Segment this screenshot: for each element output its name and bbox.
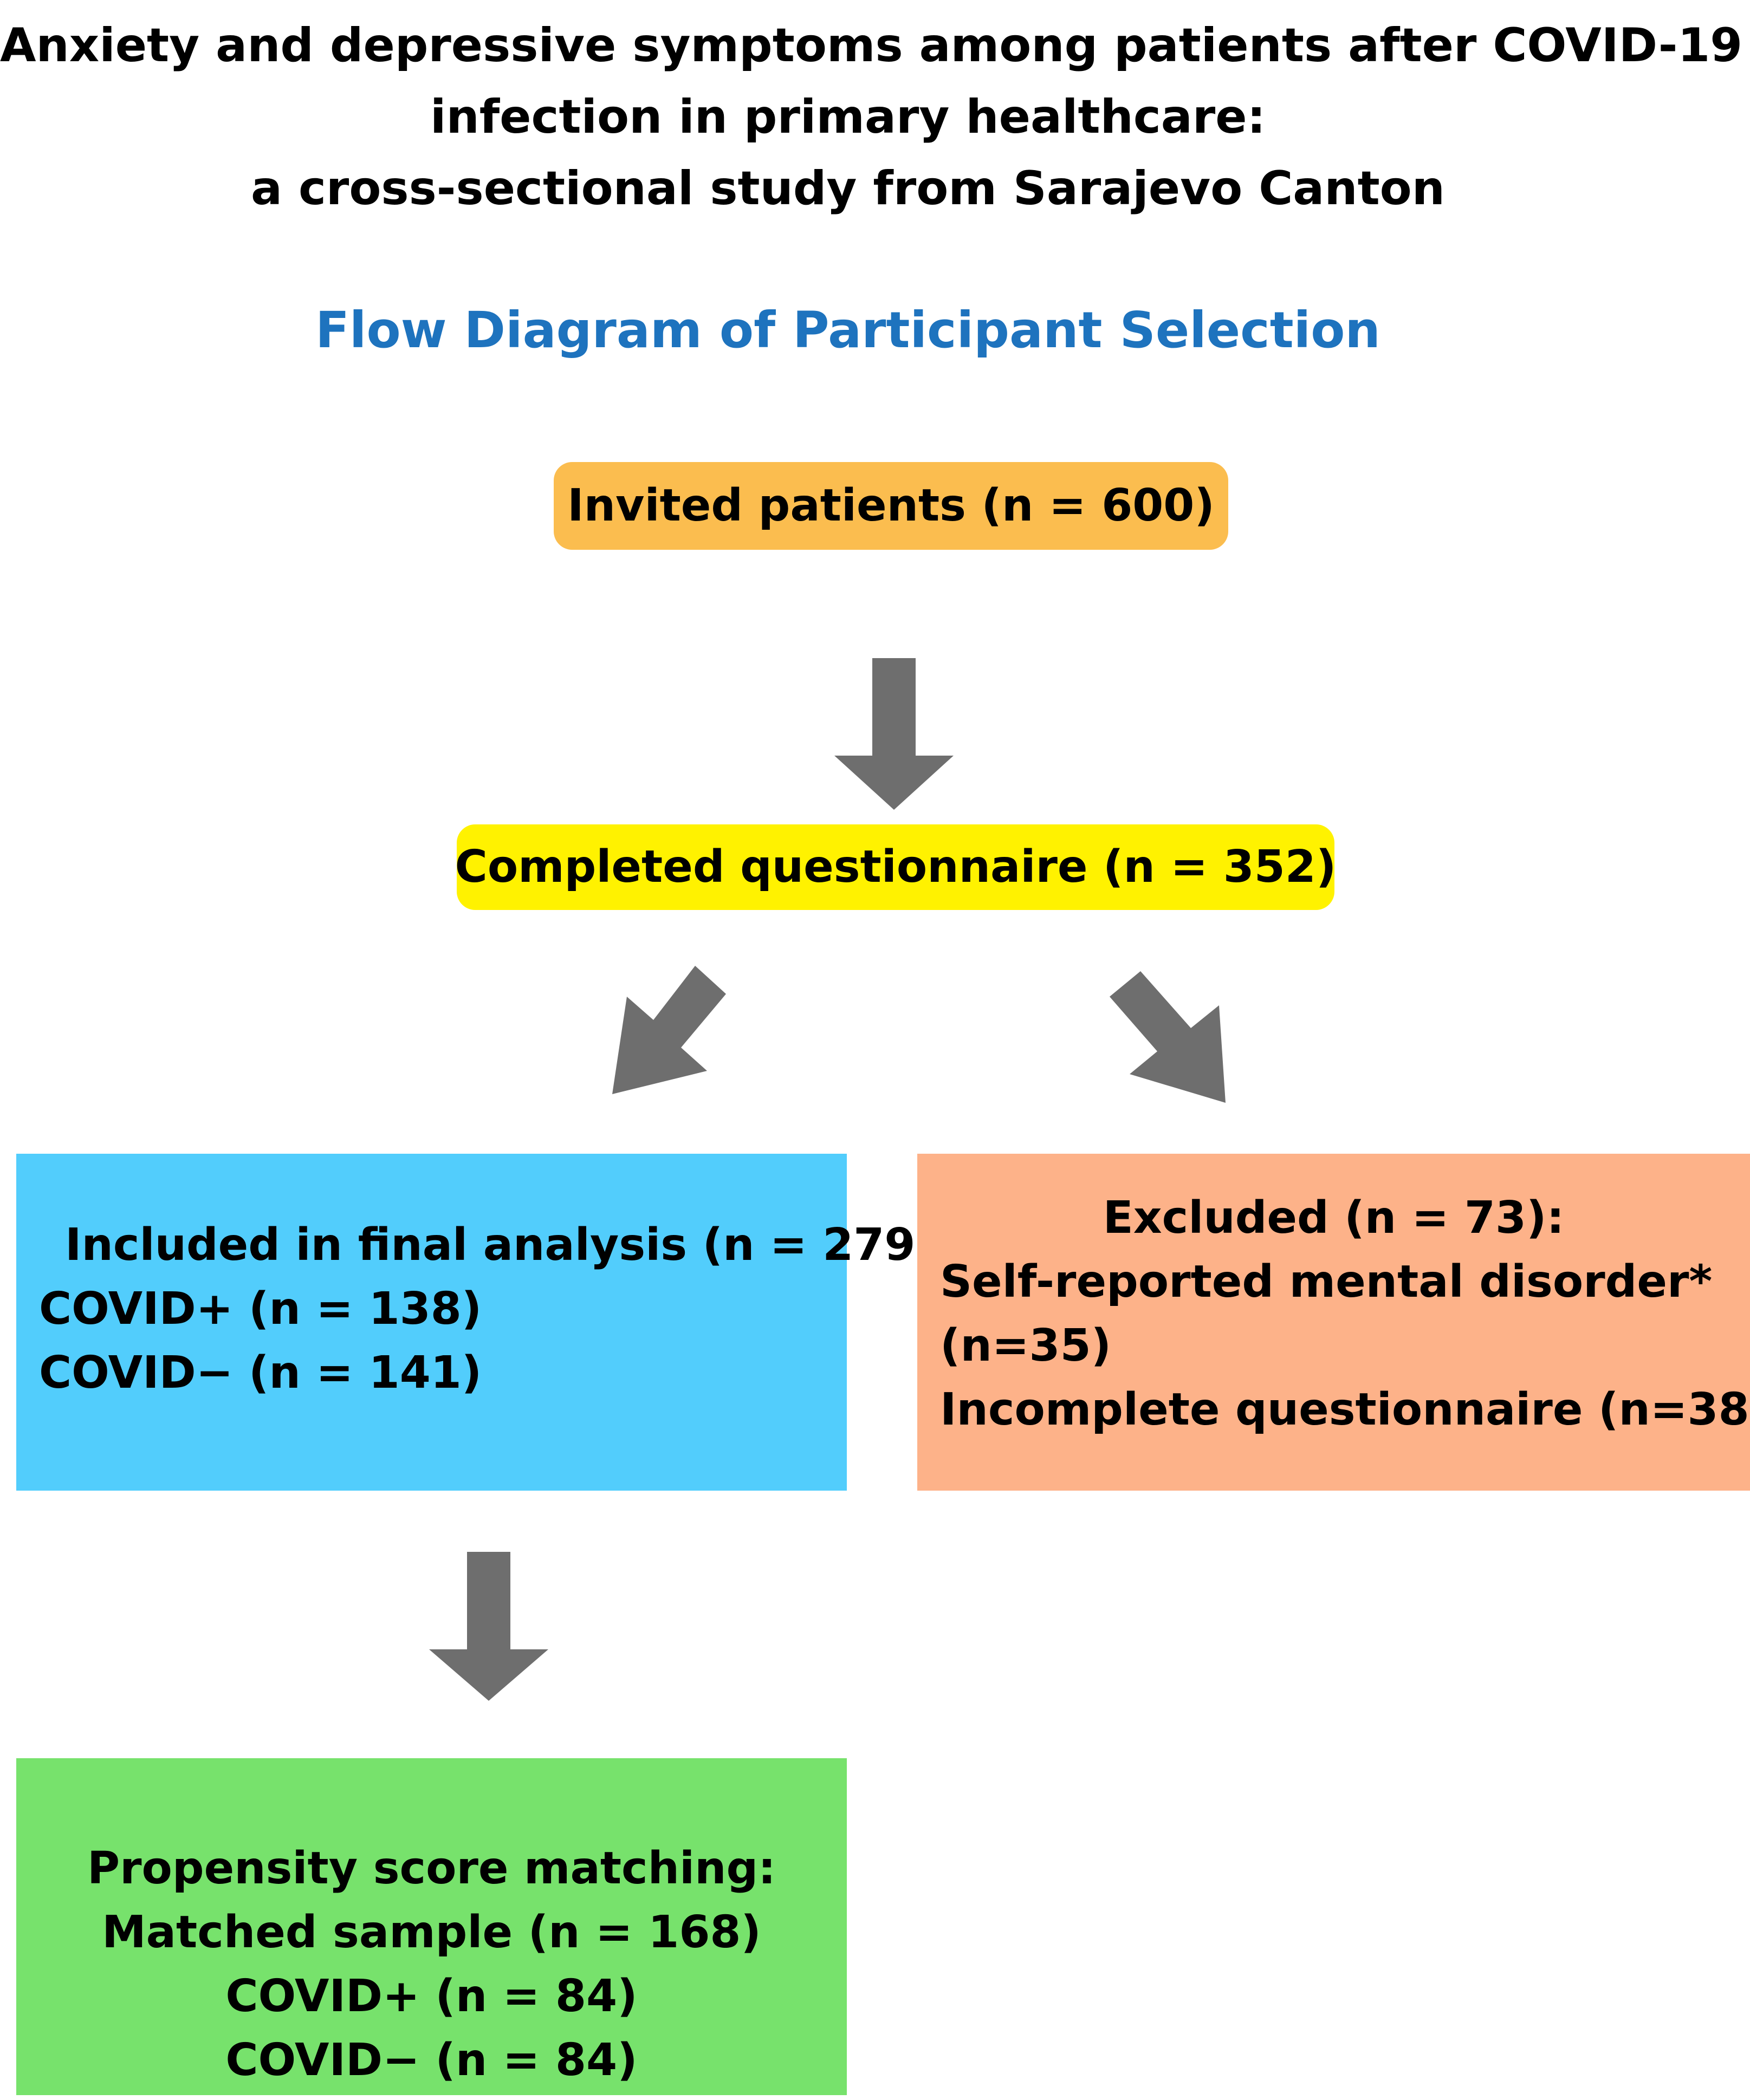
- diagonal-arrow-completed-to-included: [612, 966, 726, 1094]
- excluded-box: Excluded (n = 73): Self-reported mental …: [917, 1154, 1750, 1491]
- invited-patients-label: Invited patients (n = 600): [567, 480, 1215, 531]
- title-line-3: a cross-sectional study from Sarajevo Ca…: [250, 161, 1445, 216]
- matched-covid-negative: COVID− (n = 84): [225, 2034, 638, 2086]
- title-line-2: infection in primary healthcare:: [430, 90, 1266, 144]
- matched-covid-positive: COVID+ (n = 84): [225, 1971, 638, 2022]
- completed-questionnaire-label: Completed questionnaire (n = 352): [455, 841, 1337, 893]
- diagonal-arrow-completed-to-excluded: [1110, 971, 1226, 1103]
- excluded-mental-disorder: Self-reported mental disorder*: [940, 1256, 1713, 1308]
- included-analysis-box: Included in final analysis (n = 279) COV…: [16, 1154, 936, 1491]
- down-arrow-included-to-matched: [429, 1552, 548, 1701]
- diagram-subtitle: Flow Diagram of Participant Selection: [315, 301, 1380, 359]
- matched-sample: Matched sample (n = 168): [102, 1907, 761, 1958]
- matching-heading: Propensity score matching:: [87, 1843, 776, 1894]
- included-covid-positive: COVID+ (n = 138): [39, 1283, 482, 1335]
- completed-questionnaire-box: Completed questionnaire (n = 352): [455, 824, 1337, 910]
- invited-patients-box: Invited patients (n = 600): [554, 462, 1228, 550]
- down-arrow-invited-to-completed: [834, 658, 954, 810]
- title-line-1: Anxiety and depressive symptoms among pa…: [0, 18, 1743, 73]
- diagram-title: Anxiety and depressive symptoms among pa…: [0, 10, 1743, 224]
- included-heading: Included in final analysis (n = 279): [65, 1219, 936, 1271]
- excluded-heading: Excluded (n = 73):: [1103, 1192, 1565, 1244]
- excluded-mental-disorder-count: (n=35): [940, 1320, 1112, 1371]
- propensity-matching-box: Propensity score matching: Matched sampl…: [16, 1758, 847, 2095]
- excluded-incomplete: Incomplete questionnaire (n=38): [940, 1384, 1750, 1435]
- included-covid-negative: COVID− (n = 141): [39, 1347, 482, 1399]
